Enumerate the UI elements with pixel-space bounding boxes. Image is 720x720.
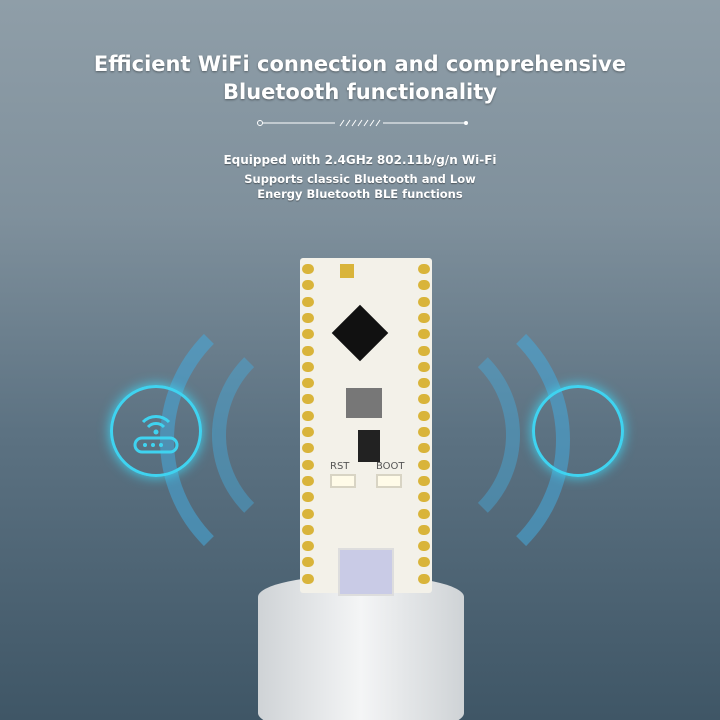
pin-pad <box>302 280 314 291</box>
pin-pad <box>302 492 314 503</box>
pin-pad <box>302 524 314 535</box>
boot-label: BOOT <box>376 461 405 472</box>
pin-pad <box>418 296 430 307</box>
antenna-connector <box>340 264 354 278</box>
divider-ornament <box>257 119 468 127</box>
pin-pad <box>302 443 314 454</box>
pin-pad <box>302 378 314 389</box>
pin-pad <box>302 541 314 552</box>
pedestal <box>258 575 464 720</box>
pin-pad <box>418 410 430 421</box>
rst-button[interactable] <box>330 474 356 488</box>
pin-pad <box>302 508 314 519</box>
pin-pad <box>418 541 430 552</box>
usb-c-port[interactable] <box>338 548 394 596</box>
pin-pad <box>302 427 314 437</box>
pin-pad <box>418 492 430 503</box>
pin-pad <box>302 410 314 421</box>
pin-pad <box>302 345 314 356</box>
pin-pad <box>418 378 430 389</box>
pin-pad <box>418 345 430 356</box>
headline-line1: Efficient WiFi connection and comprehens… <box>93 52 627 76</box>
bt-spec-2: Energy Bluetooth BLE functions <box>257 187 463 201</box>
soc-chip <box>331 304 389 362</box>
pin-pad <box>418 280 430 291</box>
pin-pad <box>418 312 430 323</box>
pin-pad <box>302 475 314 486</box>
wifi-router-icon <box>133 415 179 454</box>
pin-pad <box>302 361 314 372</box>
pin-pad <box>418 573 430 584</box>
pin-pad <box>418 361 430 372</box>
pin-pad <box>418 508 430 519</box>
esp32-board: RST BOOT <box>300 258 432 596</box>
router-circle <box>110 385 202 477</box>
pin-pad <box>302 394 314 405</box>
pin-pad <box>302 312 314 323</box>
pin-pad <box>418 557 430 568</box>
wifi-spec: Equipped with 2.4GHz 802.11b/g/n Wi-Fi <box>223 153 497 167</box>
pin-pad <box>418 329 430 340</box>
pin-pad <box>418 427 430 437</box>
boot-button[interactable] <box>376 474 402 488</box>
pin-pad <box>418 394 430 405</box>
pin-pad <box>418 459 430 470</box>
bt-spec-1: Supports classic Bluetooth and Low <box>244 172 476 186</box>
pin-pad <box>418 475 430 486</box>
pin-pad <box>302 264 314 274</box>
pin-pad <box>418 264 430 274</box>
device-circle <box>532 385 624 477</box>
pin-pad <box>302 557 314 568</box>
pin-pad <box>302 329 314 340</box>
headline-line2: Bluetooth functionality <box>223 80 497 104</box>
pin-pad <box>302 296 314 307</box>
rst-label: RST <box>330 461 350 472</box>
pin-pad <box>418 443 430 454</box>
pin-pad <box>302 459 314 470</box>
pin-pad <box>302 573 314 584</box>
flash-chip <box>346 388 382 418</box>
pin-pad <box>418 524 430 535</box>
regulator-chip <box>358 430 380 462</box>
